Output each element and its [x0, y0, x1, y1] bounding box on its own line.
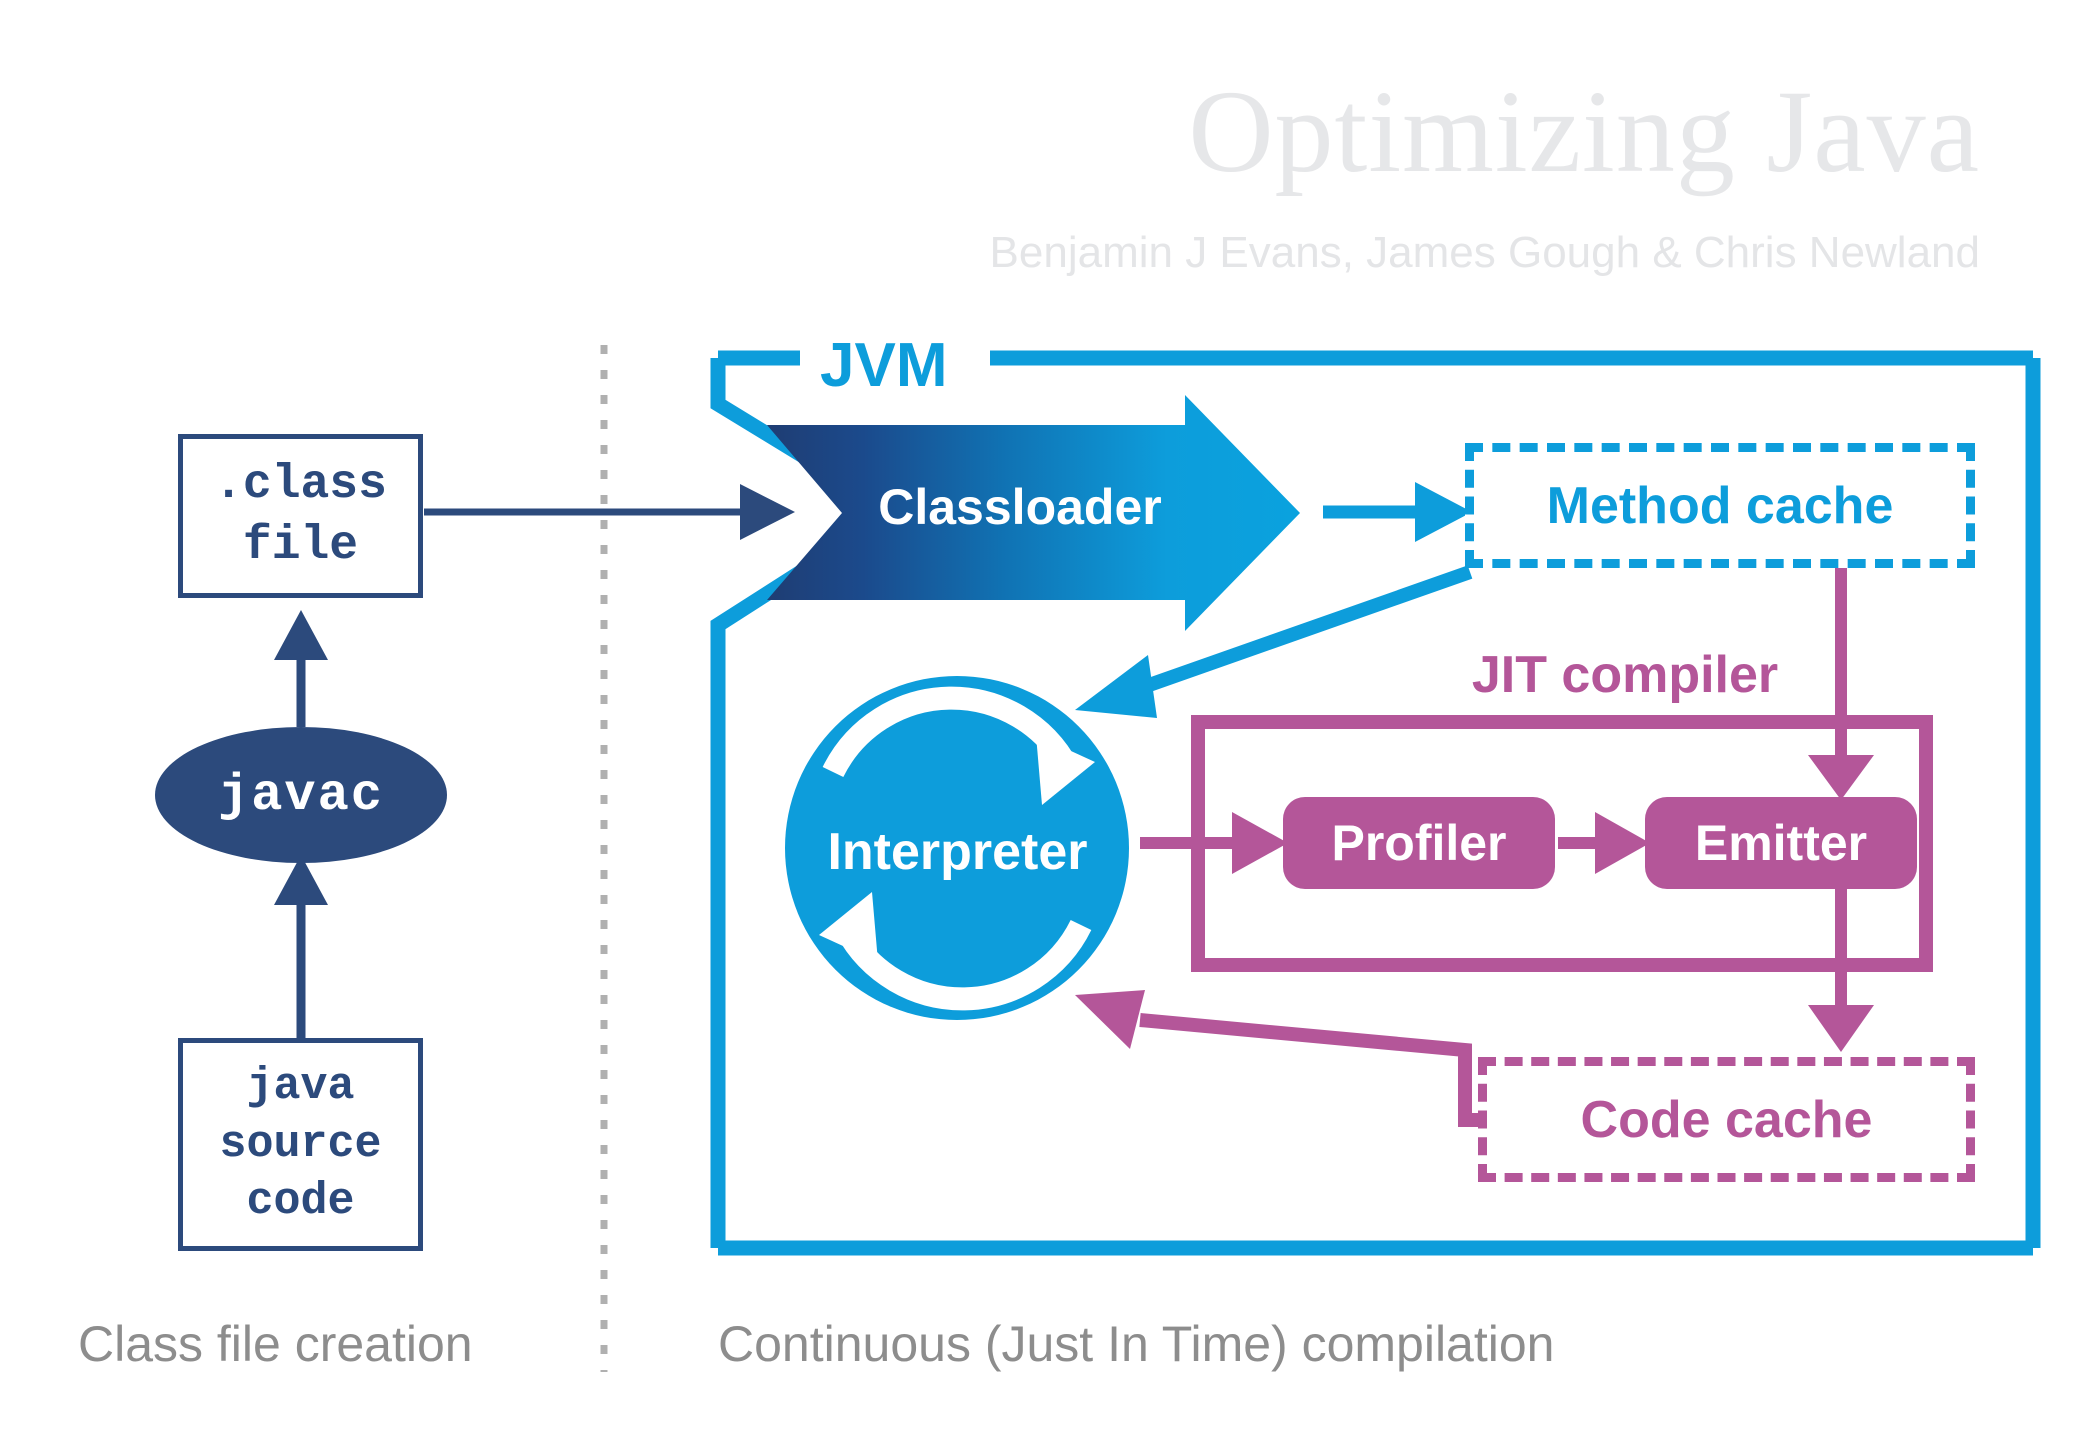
refresh-arrowhead-bottom	[819, 892, 878, 962]
code-cache-label: Code cache	[1580, 1090, 1873, 1149]
class-file-line-1: .class	[214, 457, 387, 512]
code-cache-node: Code cache	[1478, 1057, 1975, 1182]
classloader-label: Classloader	[878, 479, 1162, 535]
class-file-node: .class file	[178, 434, 423, 598]
profiler-to-emitter-arrow	[1558, 812, 1650, 874]
java-source-line-1: java	[246, 1061, 355, 1113]
profiler-label: Profiler	[1331, 815, 1507, 871]
code-cache-to-interpreter-arrow	[1075, 990, 1478, 1127]
book-authors: Benjamin J Evans, James Gough & Chris Ne…	[989, 228, 1980, 277]
method-cache-to-interpreter-arrow	[1075, 565, 1473, 718]
source-to-javac-arrow	[274, 855, 328, 1038]
java-source-line-3: code	[246, 1176, 355, 1228]
interpreter-label: Interpreter	[827, 823, 1088, 881]
jvm-label: JVM	[820, 331, 948, 400]
classloader-arrow-shape	[767, 395, 1300, 631]
book-title: Optimizing Java	[1188, 66, 1980, 197]
refresh-arc-bottom	[835, 919, 1092, 1011]
emitter-to-code-cache-arrow	[1808, 889, 1874, 1052]
caption-class-file-creation: Class file creation	[78, 1316, 473, 1372]
method-cache-node: Method cache	[1465, 443, 1975, 568]
jit-compiler-label: JIT compiler	[1471, 646, 1779, 704]
profiler-node: Profiler	[1283, 797, 1555, 889]
javac-node: javac	[155, 727, 447, 863]
classfile-to-classloader-arrow	[424, 484, 795, 540]
refresh-arrowhead-top	[1036, 735, 1095, 805]
interpreter-node	[785, 676, 1129, 1020]
javac-label: javac	[217, 765, 385, 825]
emitter-node: Emitter	[1645, 797, 1917, 889]
method-cache-label: Method cache	[1546, 476, 1894, 535]
java-source-node: java source code	[178, 1038, 423, 1251]
caption-jit-compilation: Continuous (Just In Time) compilation	[718, 1316, 1555, 1372]
classloader-to-method-cache-arrow	[1323, 482, 1472, 542]
emitter-label: Emitter	[1694, 815, 1868, 871]
refresh-arc-top	[822, 686, 1079, 778]
java-source-line-2: source	[219, 1118, 382, 1170]
interpreter-to-profiler-arrow	[1140, 812, 1288, 874]
class-file-line-2: file	[242, 519, 359, 573]
javac-to-classfile-arrow	[274, 610, 328, 727]
